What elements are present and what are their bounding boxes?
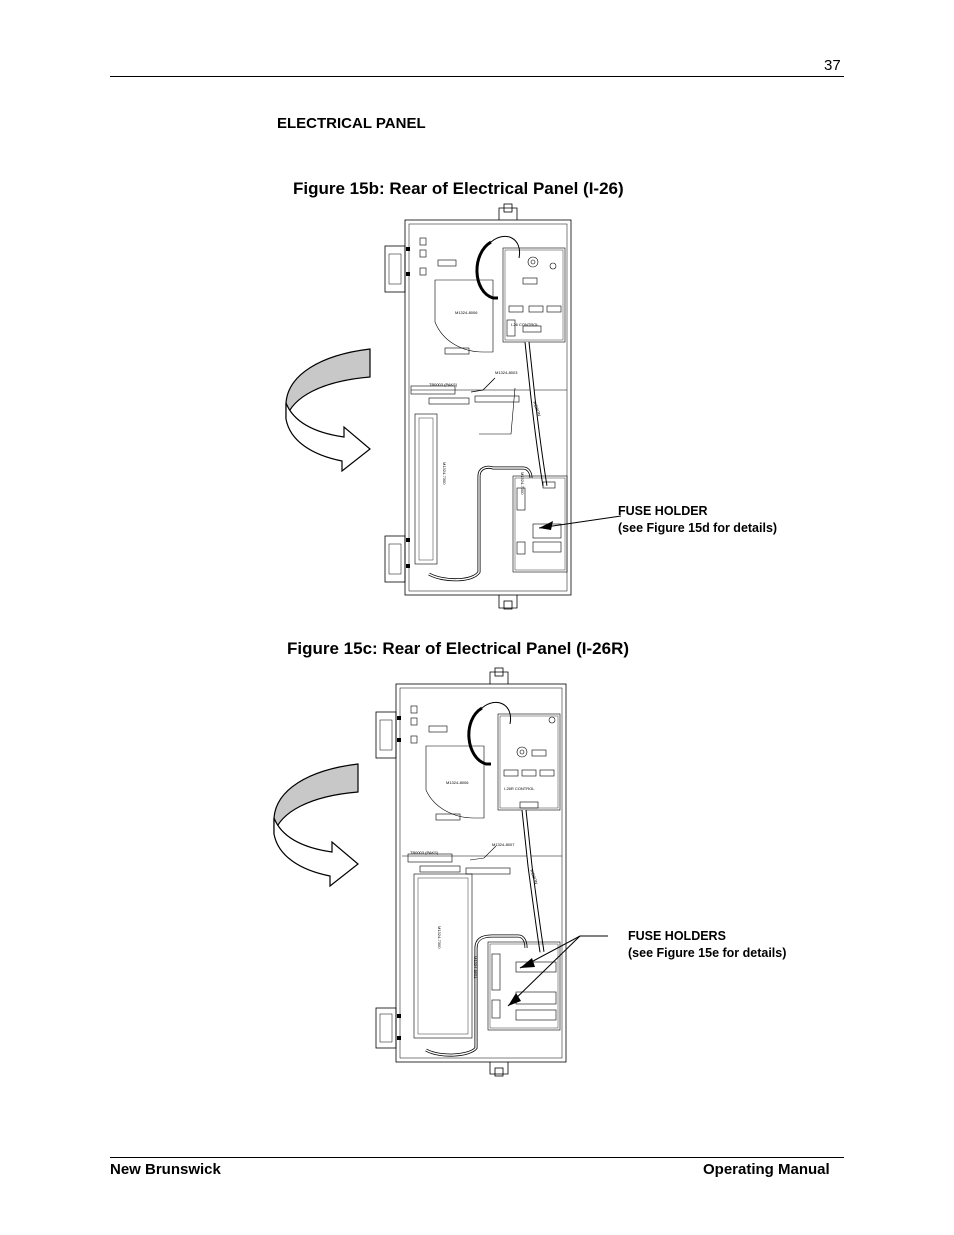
- svg-text:I-26 CONTROL: I-26 CONTROL: [511, 322, 539, 327]
- svg-text:RIBBON: RIBBON: [529, 869, 539, 885]
- svg-text:I-26R CONTROL: I-26R CONTROL: [504, 786, 535, 791]
- rotation-arrow-b: [285, 348, 371, 473]
- svg-text:M1324-8003: M1324-8003: [495, 370, 518, 375]
- svg-text:TB0003 (PAKS): TB0003 (PAKS): [429, 382, 458, 387]
- svg-text:M1324-8007: M1324-8007: [492, 842, 515, 847]
- section-title: ELECTRICAL PANEL: [277, 115, 426, 132]
- figure-15b-callout: FUSE HOLDER (see Figure 15d for details): [618, 503, 777, 537]
- svg-text:M1324-7300: M1324-7300: [437, 926, 442, 949]
- svg-text:TB0003 (PAKS): TB0003 (PAKS): [410, 850, 439, 855]
- figure-15c-callout: FUSE HOLDERS (see Figure 15e for details…: [628, 928, 786, 962]
- footer-rule: [110, 1157, 844, 1158]
- figure-15b-callout-note: (see Figure 15d for details): [618, 521, 778, 535]
- footer-right: Operating Manual: [703, 1161, 830, 1178]
- figure-15b-title: Figure 15b: Rear of Electrical Panel (I-…: [293, 179, 624, 198]
- svg-text:M1324-7300: M1324-7300: [442, 462, 447, 485]
- page-number: 37: [824, 57, 841, 74]
- figure-15c-callout-title: FUSE HOLDERS: [628, 929, 726, 943]
- rotation-arrow-c: [273, 763, 359, 888]
- svg-text:M1324-8006: M1324-8006: [446, 780, 469, 785]
- svg-text:M1324-8006: M1324-8006: [455, 310, 478, 315]
- svg-text:M1324-7000: M1324-7000: [520, 472, 525, 495]
- electrical-panel-drawing-b: M1324-8006 I-26 CONTROL M1324-7000 M1324…: [384, 203, 622, 610]
- electrical-panel-drawing-c: M1324-8006 I-26R CONTROL M1324-8001 M132…: [375, 667, 608, 1077]
- figure-15c-callout-note: (see Figure 15e for details): [628, 946, 787, 960]
- figure-15b-callout-title: FUSE HOLDER: [618, 504, 708, 518]
- footer-left: New Brunswick: [110, 1161, 221, 1178]
- figure-15c-title: Figure 15c: Rear of Electrical Panel (I-…: [287, 639, 630, 658]
- svg-text:M1324-8001: M1324-8001: [473, 956, 478, 979]
- svg-text:RIBBON: RIBBON: [532, 401, 542, 417]
- header-rule: [110, 76, 844, 77]
